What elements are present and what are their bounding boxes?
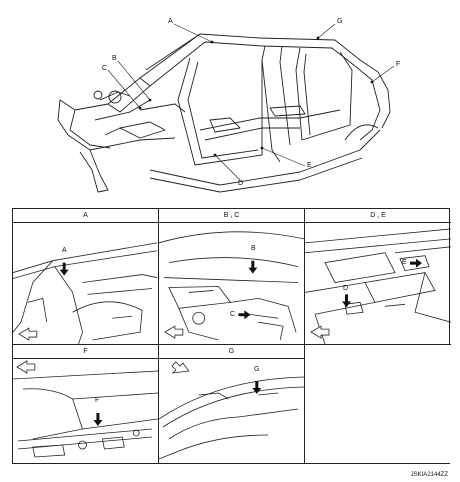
marker-a-label: A [62,247,67,254]
marker-f-label: F [95,397,100,404]
detail-view-f-title: F [13,345,158,359]
detail-view-g: G G [159,345,305,463]
detail-views-grid: A [12,208,451,464]
marker-g-label: G [254,366,260,373]
detail-view-f: F [13,345,159,463]
detail-view-a-title: A [13,209,158,223]
detail-view-b-c-title: B , C [159,209,304,223]
floor-panel-drawing [305,228,451,344]
detail-view-d-e: D , E [305,209,451,345]
rear-panel-drawing [13,360,158,458]
detail-view-b-c: B , C [159,209,305,345]
callout-f: F [396,61,401,68]
roof-rail-drawing [13,242,158,344]
rear-roof-drawing [159,361,304,460]
overview-diagram: A G F B C D E [0,0,460,200]
detail-view-g-title: G [159,345,304,359]
callout-g: G [337,18,343,25]
callout-e: E [307,162,312,169]
marker-b-label: B [251,245,256,252]
marker-d-label: D [343,285,349,292]
marker-c-label: C [230,311,236,318]
marker-e-label: E [402,259,407,266]
callout-d: D [238,180,244,187]
empty-cell [305,345,451,463]
dash-panel-drawing [159,231,304,341]
callout-b: B [112,55,117,62]
callout-a: A [168,18,173,25]
detail-view-d-e-title: D , E [305,209,451,223]
callout-c: C [102,65,108,72]
detail-view-a: A [13,209,159,345]
figure-code: JSKIA2144ZZ [410,472,448,478]
body-in-white-drawing [57,23,395,193]
